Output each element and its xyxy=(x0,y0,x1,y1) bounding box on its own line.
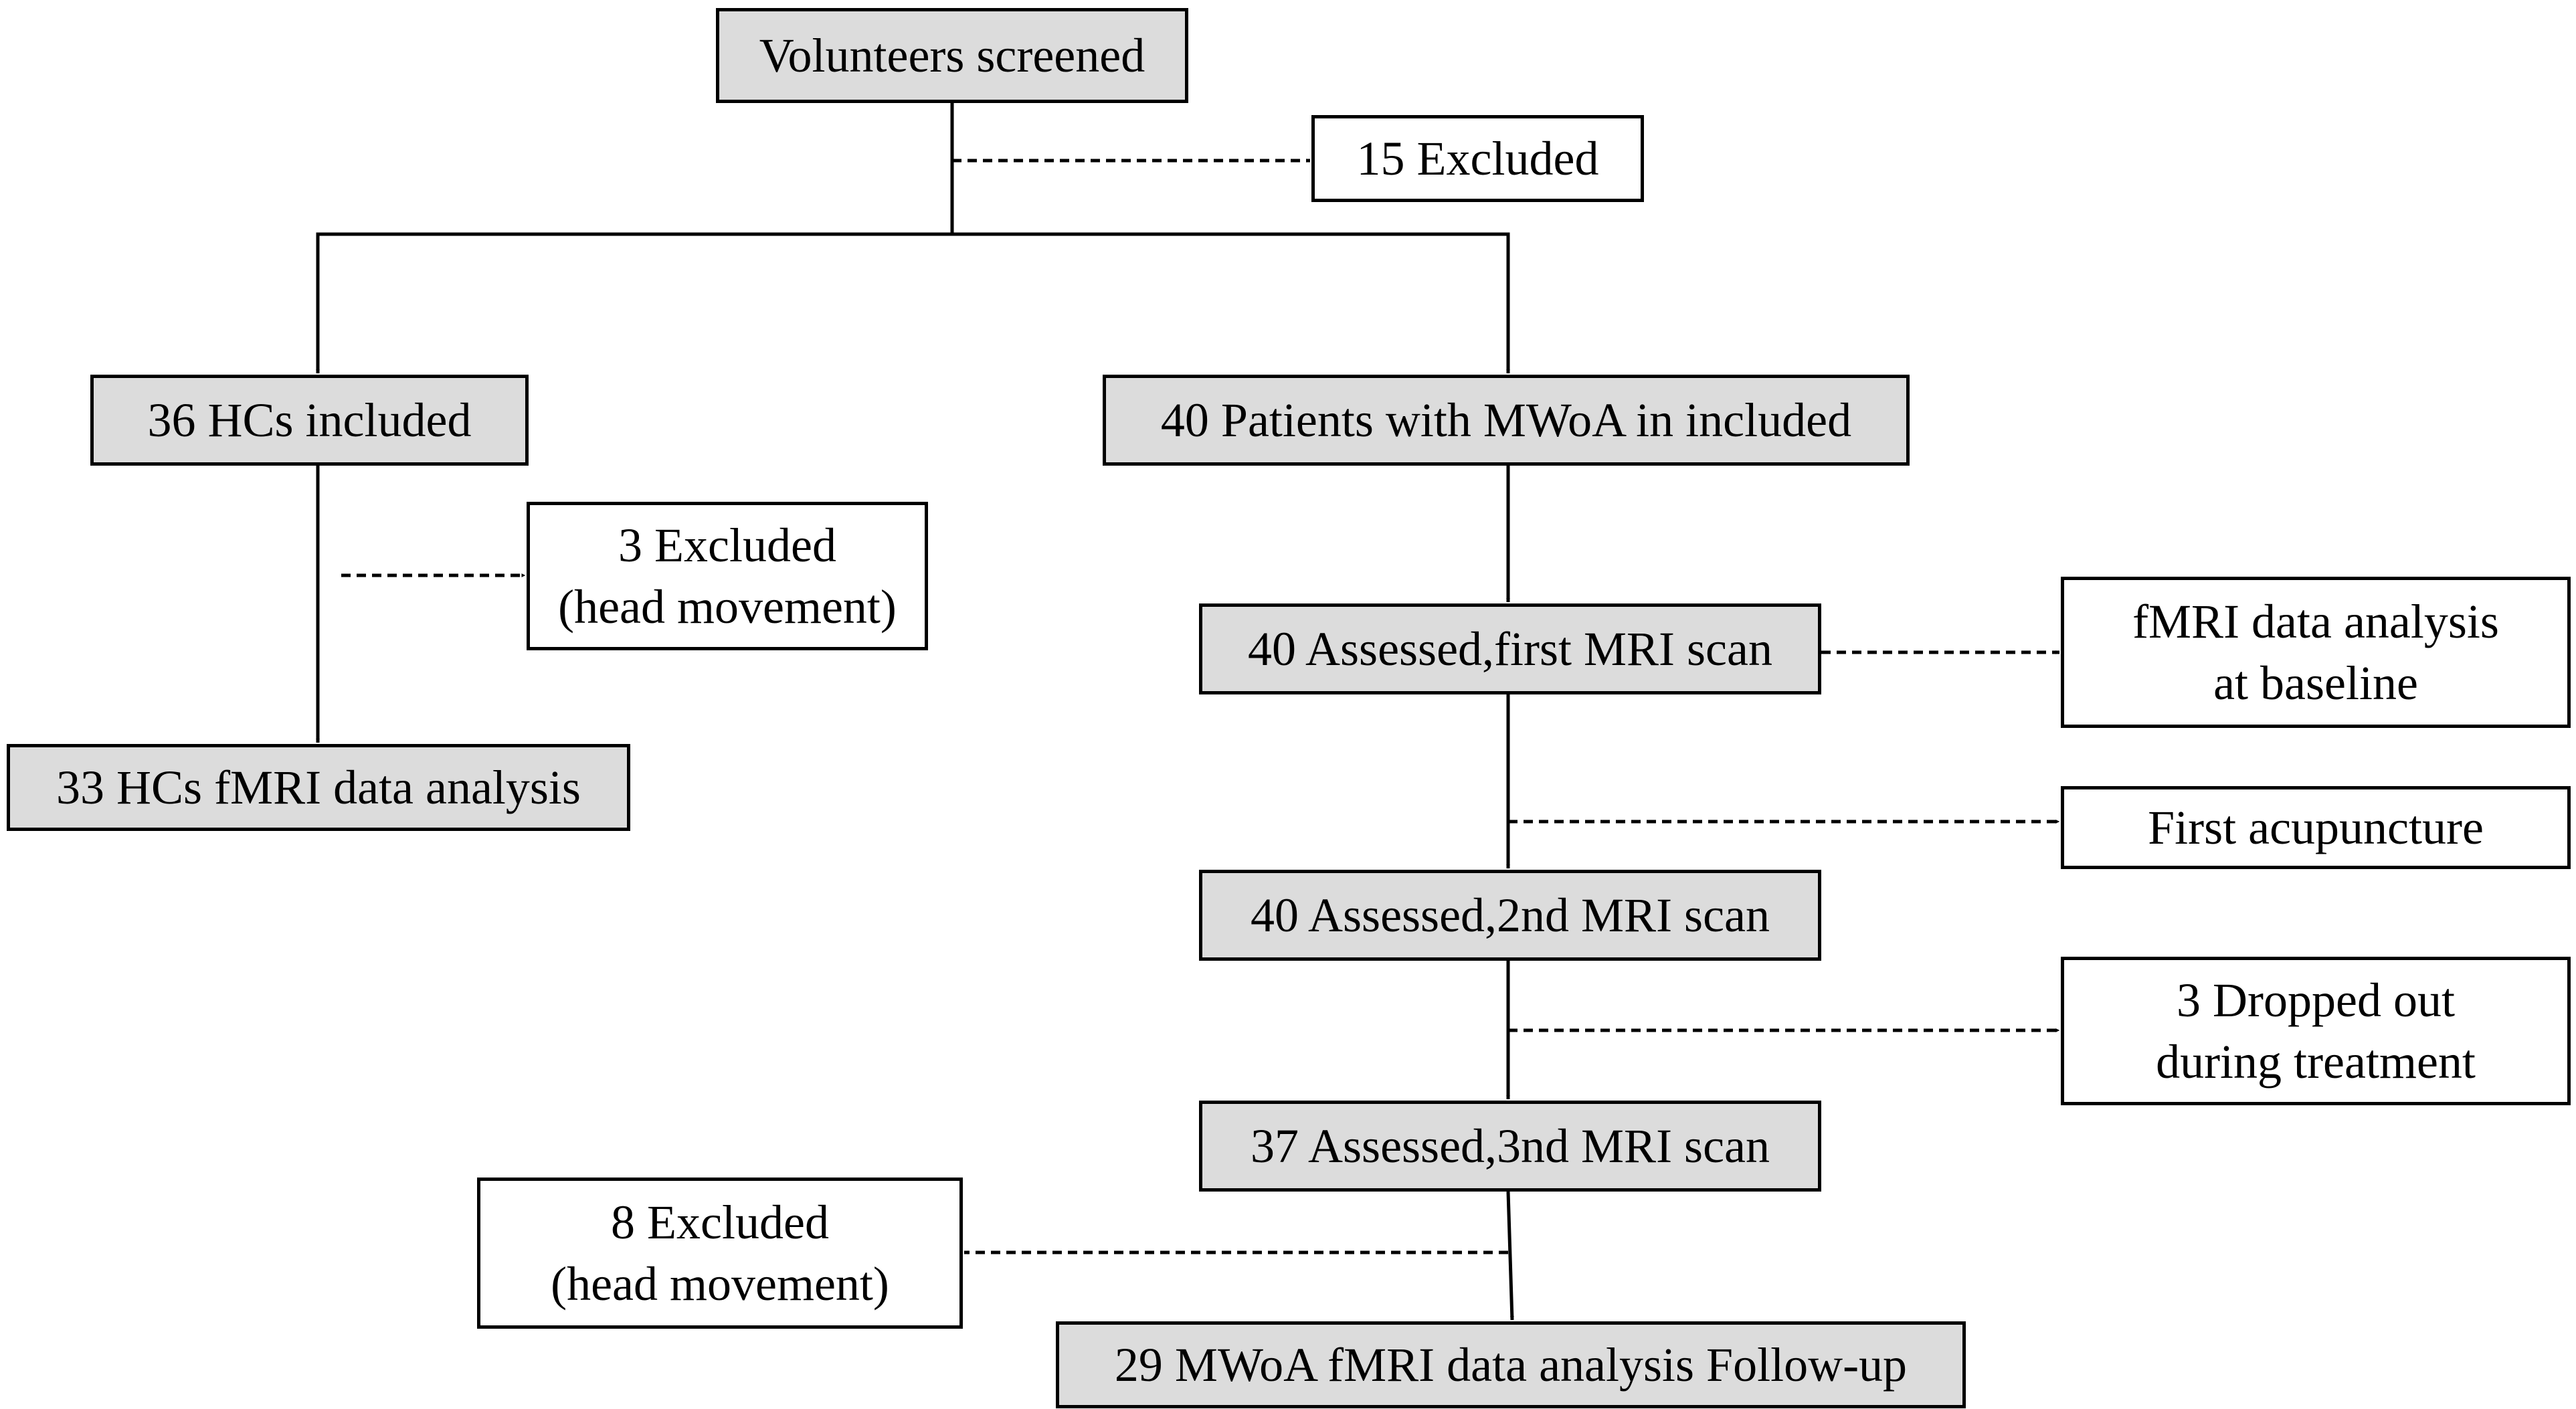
box-text-line: Volunteers screened xyxy=(759,28,1145,82)
box-text-line: First acupuncture xyxy=(2148,800,2484,854)
box-text-line: 8 Excluded xyxy=(611,1195,829,1249)
box-text-line: 40 Assessed,first MRI scan xyxy=(1248,622,1772,676)
box-text-line: 36 HCs included xyxy=(147,393,472,447)
first-acupuncture-box: First acupuncture xyxy=(2061,786,2571,869)
excluded-8-box: 8 Excluded (head movement) xyxy=(477,1178,963,1329)
hcs-analysis-box: 33 HCs fMRI data analysis xyxy=(7,744,630,831)
box-text-line: (head movement) xyxy=(551,1257,889,1311)
box-text-line: at baseline xyxy=(2213,656,2418,710)
third-mri-scan-box: 37 Assessed,3nd MRI scan xyxy=(1199,1101,1821,1192)
second-mri-scan-box: 40 Assessed,2nd MRI scan xyxy=(1199,870,1821,961)
patients-included-box: 40 Patients with MWoA in included xyxy=(1103,375,1910,466)
box-text-line: 29 MWoA fMRI data analysis Follow-up xyxy=(1114,1337,1908,1392)
baseline-analysis-box: fMRI data analysis at baseline xyxy=(2061,577,2571,728)
box-text-line: (head movement) xyxy=(558,580,897,634)
final-analysis-box: 29 MWoA fMRI data analysis Follow-up xyxy=(1056,1321,1966,1408)
connector-screened-to-patients xyxy=(952,232,1510,374)
box-text-line: 3 Dropped out xyxy=(2177,973,2455,1027)
box-text-line: 37 Assessed,3nd MRI scan xyxy=(1251,1119,1770,1173)
excluded-15-box: 15 Excluded xyxy=(1311,115,1644,202)
box-text-line: 15 Excluded xyxy=(1356,131,1599,185)
volunteers-screened-box: Volunteers screened xyxy=(716,8,1188,103)
excluded-3-box: 3 Excluded (head movement) xyxy=(527,502,928,650)
hcs-included-box: 36 HCs included xyxy=(90,375,529,466)
connector-screened-to-hcs xyxy=(316,103,954,374)
box-text-line: 40 Patients with MWoA in included xyxy=(1160,393,1852,447)
box-text-line: fMRI data analysis xyxy=(2132,594,2499,648)
box-text-line: 33 HCs fMRI data analysis xyxy=(56,760,581,814)
box-text-line: 3 Excluded xyxy=(618,518,836,572)
dropped-out-box: 3 Dropped out during treatment xyxy=(2061,957,2571,1105)
box-text-line: during treatment xyxy=(2156,1035,2476,1089)
first-mri-scan-box: 40 Assessed,first MRI scan xyxy=(1199,603,1821,694)
box-text-line: 40 Assessed,2nd MRI scan xyxy=(1251,888,1770,942)
connector-third-scan-to-final xyxy=(1506,1191,1514,1321)
